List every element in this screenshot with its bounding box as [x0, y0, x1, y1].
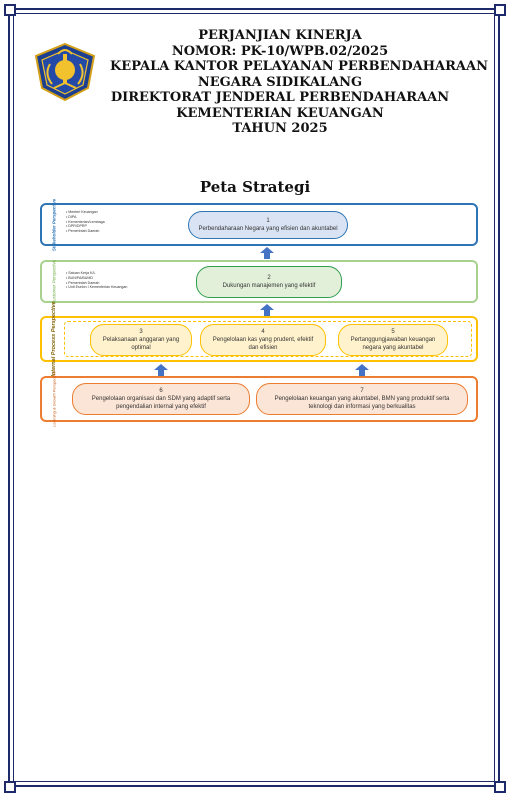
- objective-3: 3 Pelaksanaan anggaran yang optimal: [90, 324, 192, 356]
- objective-5: 5 Pertanggungjawaban keuangan negara yan…: [338, 324, 448, 356]
- up-arrow-icon: [260, 304, 274, 316]
- objective-text: Pengelolaan organisasi dan SDM yang adap…: [91, 396, 231, 410]
- objective-text: Pelaksanaan anggaran yang optimal: [102, 337, 180, 351]
- internal-process-inner-frame: [64, 321, 472, 357]
- header-line: DIREKTORAT JENDERAL PERBENDAHARAAN: [110, 90, 450, 105]
- list-item: Unit Eselon I Kementerian Keuangan: [66, 285, 127, 290]
- up-arrow-icon: [355, 364, 369, 376]
- list-item: DPR/DPRP: [66, 224, 105, 229]
- objective-1: 1 Perbendaharaan Negara yang efisien dan…: [188, 211, 348, 239]
- corner-ornament: [4, 4, 16, 16]
- objective-number: 2: [267, 275, 271, 281]
- list-item: DIPA: [66, 215, 105, 220]
- customer-perspective-band: Customer Perspective Satuan Kerja K/L BU…: [40, 259, 478, 304]
- stakeholder-list: Menteri Keuangan DIPA Kementerian/Lembag…: [66, 210, 105, 234]
- corner-ornament: [494, 781, 506, 793]
- header-line: TAHUN 2025: [232, 121, 328, 136]
- kemenkeu-emblem-icon: [32, 42, 98, 102]
- corner-ornament: [494, 4, 506, 16]
- header-line: NOMOR: PK-10/WPB.02/2025: [171, 43, 389, 59]
- header-line: PERJANJIAN KINERJA: [198, 28, 362, 43]
- objective-2: 2 Dukungan manajemen yang efektif: [196, 266, 342, 298]
- learning-growth-perspective-band: Learning & Growth Perspective 6 Pengelol…: [40, 371, 478, 427]
- objective-6: 6 Pengelolaan organisasi dan SDM yang ad…: [72, 383, 250, 415]
- corner-ornament: [4, 781, 16, 793]
- list-item: Kementerian/Lembaga: [66, 220, 104, 225]
- objective-number: 6: [159, 388, 163, 394]
- objective-text: Pertanggungjawaban keuangan negara yang …: [350, 337, 436, 351]
- page-border-outer: [8, 8, 500, 787]
- map-title: Peta Strategi: [199, 178, 311, 196]
- objective-text: Dukungan manajemen yang efektif: [222, 283, 316, 289]
- objective-number: 3: [139, 329, 143, 335]
- objective-text: Pengelolaan kas yang prudent, efektif da…: [212, 337, 314, 351]
- perspective-label: Internal Process Perspective: [51, 301, 57, 377]
- list-item: Satuan Kerja K/L: [66, 271, 127, 276]
- header-line: KEPALA KANTOR PELAYANAN PERBENDAHARAAN: [110, 59, 488, 74]
- up-arrow-icon: [260, 247, 274, 259]
- internal-process-perspective-band: Internal Process Perspective 3 Pelaksana…: [40, 301, 478, 377]
- objective-number: 1: [266, 218, 270, 224]
- perspective-label: Stakeholder Perspective: [51, 198, 57, 251]
- list-item: Pemerintah Daerah: [66, 281, 127, 286]
- objective-4: 4 Pengelolaan kas yang prudent, efektif …: [200, 324, 326, 356]
- stakeholder-perspective-band: Stakeholder Perspective Menteri Keuangan…: [40, 198, 478, 251]
- up-arrow-icon: [154, 364, 168, 376]
- list-item: Pemerintah Daerah: [66, 229, 105, 234]
- objective-number: 7: [360, 388, 364, 394]
- objective-number: 5: [391, 329, 395, 335]
- header-line: NEGARA SIDIKALANG: [197, 74, 363, 90]
- perspective-label: Learning & Growth Perspective: [51, 371, 57, 427]
- objective-number: 4: [261, 329, 265, 335]
- page-border-inner: [13, 13, 495, 782]
- list-item: Menteri Keuangan: [66, 210, 105, 215]
- header-line: KEMENTERIAN KEUANGAN: [176, 105, 384, 121]
- customer-list: Satuan Kerja K/L BUN/PA/BUMD Pemerintah …: [66, 271, 127, 290]
- document-header: PERJANJIAN KINERJA NOMOR: PK-10/WPB.02/2…: [110, 28, 488, 137]
- list-item: BUN/PA/BUMD: [66, 276, 127, 281]
- perspective-label: Customer Perspective: [51, 259, 57, 304]
- objective-7: 7 Pengelolaan keuangan yang akuntabel, B…: [256, 383, 468, 415]
- objective-text: Perbendaharaan Negara yang efisien dan a…: [198, 226, 338, 232]
- objective-text: Pengelolaan keuangan yang akuntabel, BMN…: [274, 396, 450, 410]
